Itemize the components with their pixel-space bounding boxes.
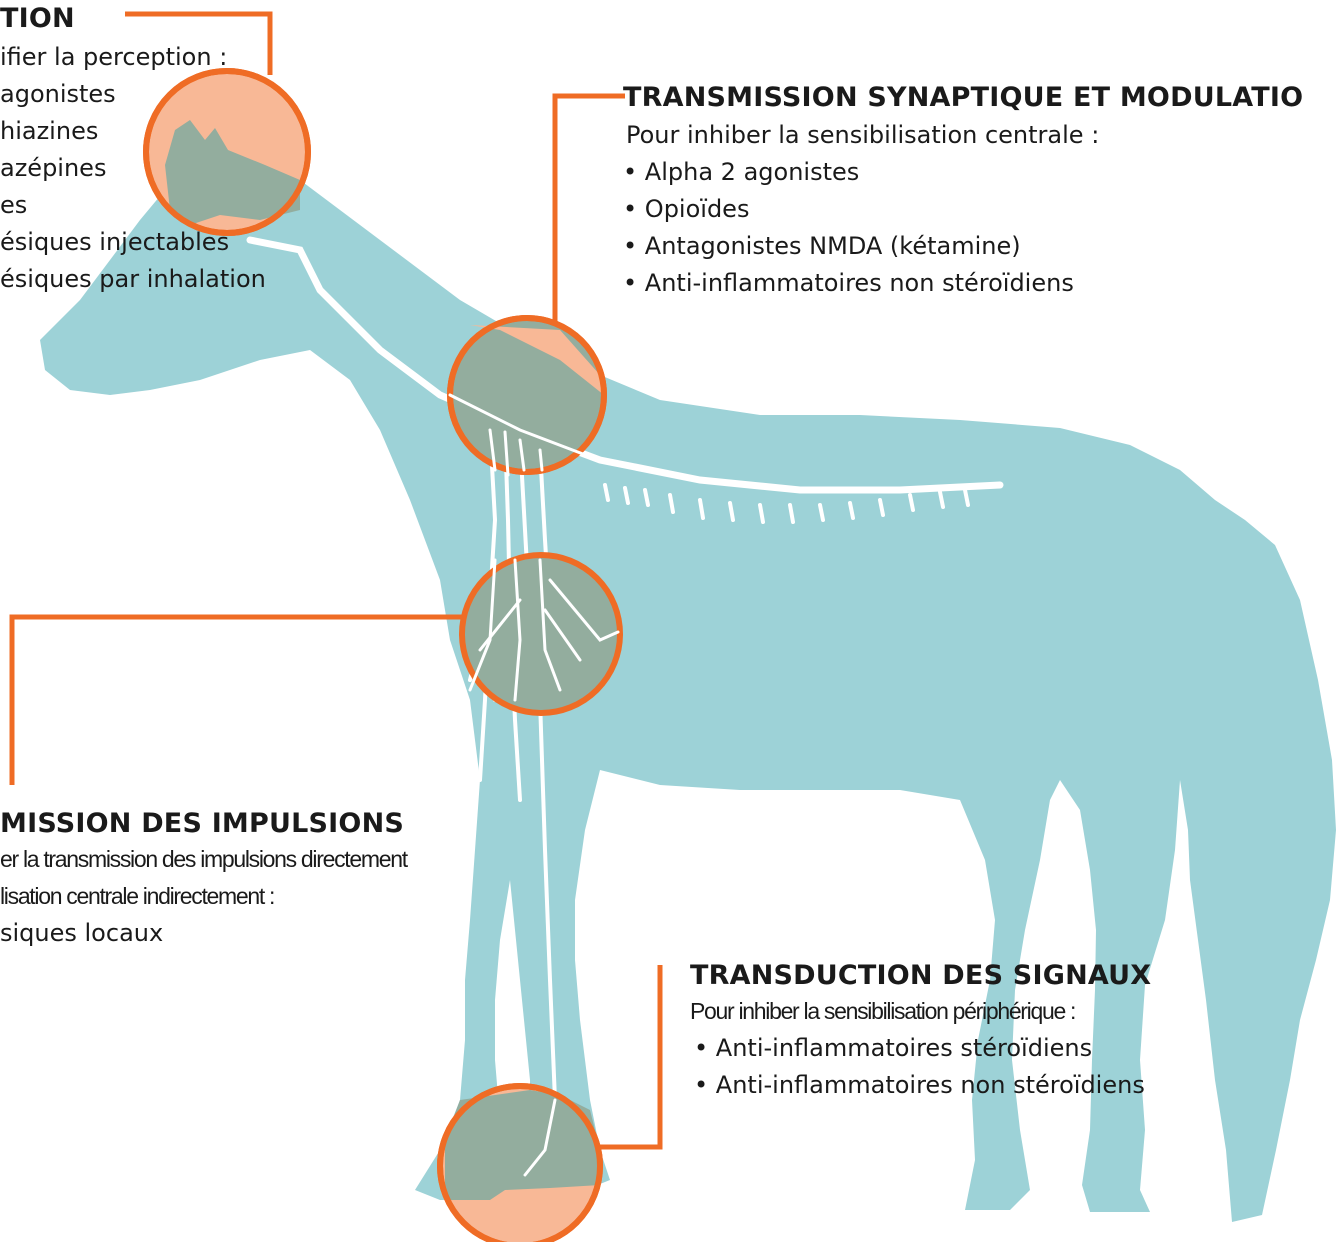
spine-circle [450, 318, 604, 472]
transduction-title: TRANSDUCTION DES SIGNAUX [690, 960, 1151, 991]
perception-title: TION [0, 3, 75, 34]
perception-line: hiazines [0, 113, 266, 150]
callout-impulses [12, 617, 462, 785]
synaptic-item: Opioïdes [623, 191, 1303, 228]
perception-line: ésiques par inhalation [0, 261, 266, 298]
perception-line: es [0, 187, 266, 224]
impulses-line: er la transmission des impulsions direct… [0, 841, 407, 878]
hoof-circle [440, 1086, 600, 1242]
transduction-item: Anti-inflammatoires stéroïdiens [694, 1030, 1151, 1067]
synaptic-item: Anti-inflammatoires non stéroïdiens [623, 265, 1303, 302]
callout-synaptic [555, 96, 625, 325]
impulses-line: lisation centrale indirectement : [0, 878, 407, 915]
perception-line: agonistes [0, 76, 266, 113]
callout-transduction [600, 965, 660, 1147]
impulses-title: MISSION DES IMPULSIONS [0, 808, 407, 839]
impulses-line: siques locaux [0, 915, 407, 952]
impulses-block: MISSION DES IMPULSIONS er la transmissio… [0, 808, 407, 952]
synaptic-block: TRANSMISSION SYNAPTIQUE ET MODULATIO Pou… [623, 82, 1303, 302]
synaptic-item: Antagonistes NMDA (kétamine) [623, 228, 1303, 265]
perception-line: ifier la perception : [0, 39, 266, 76]
transduction-block: TRANSDUCTION DES SIGNAUX Pour inhiber la… [690, 960, 1151, 1104]
synaptic-item: Alpha 2 agonistes [623, 154, 1303, 191]
perception-lines: ifier la perception : agonistes hiazines… [0, 39, 266, 298]
synaptic-intro: Pour inhiber la sensibilisation centrale… [626, 117, 1303, 154]
synaptic-title: TRANSMISSION SYNAPTIQUE ET MODULATIO [623, 82, 1303, 113]
transduction-item: Anti-inflammatoires non stéroïdiens [694, 1067, 1151, 1104]
perception-line: ésiques injectables [0, 224, 266, 261]
perception-line: azépines [0, 150, 266, 187]
transduction-intro: Pour inhiber la sensibilisation périphér… [690, 993, 1151, 1030]
